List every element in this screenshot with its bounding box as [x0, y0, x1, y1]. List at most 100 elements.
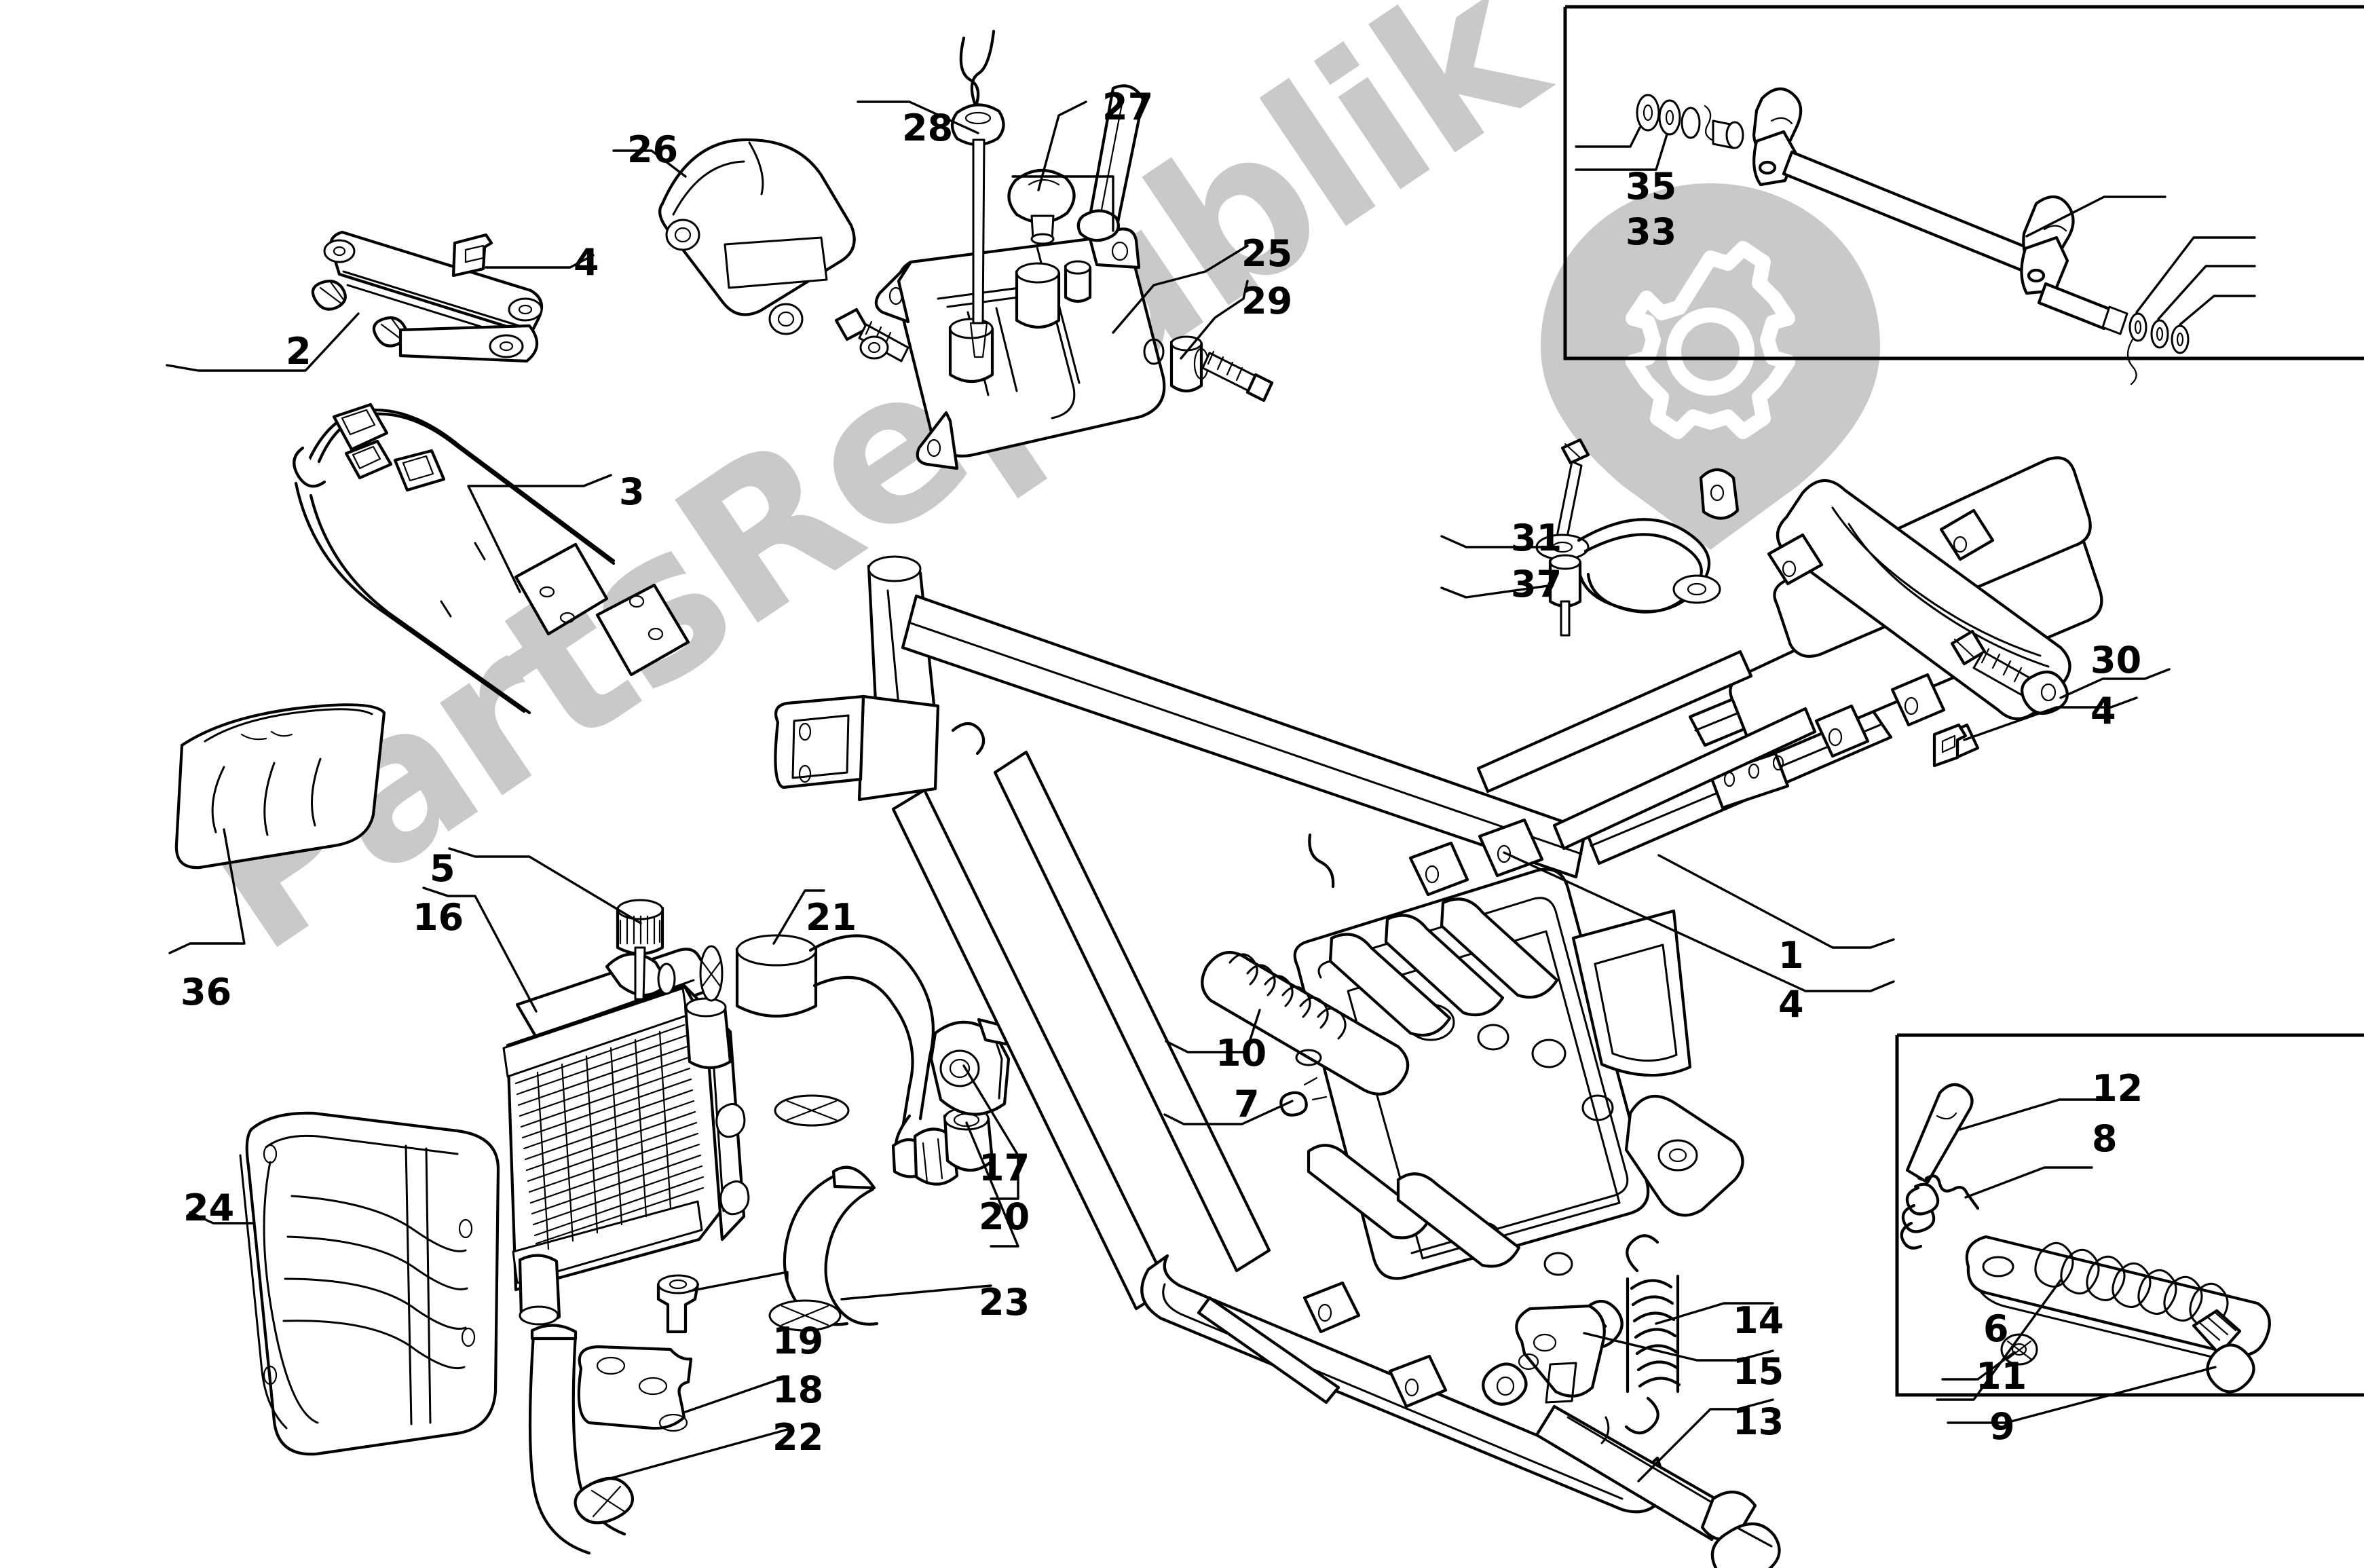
part-24-radiator-guard	[239, 1111, 500, 1456]
callout-21[interactable]: 21	[806, 896, 857, 939]
leader-36	[168, 828, 246, 954]
part-8-spring	[1900, 1174, 1980, 1250]
leader-30	[2059, 668, 2171, 699]
callout-2[interactable]: 2	[286, 330, 312, 373]
callout-27[interactable]: 27	[1102, 86, 1154, 128]
callout-11[interactable]: 11	[1976, 1355, 2027, 1398]
callout-30[interactable]: 30	[2090, 639, 2142, 682]
callout-26[interactable]: 26	[627, 128, 679, 171]
leader-24	[189, 1211, 254, 1225]
part-23-bypass-hose	[768, 1165, 879, 1332]
leader-16	[422, 886, 538, 1013]
part-13-side-stand	[1482, 1304, 1781, 1568]
part-7-circlip	[1279, 1077, 1328, 1117]
part-21-upper-radiator-hose	[699, 934, 940, 1167]
leader-25	[1112, 244, 1249, 334]
part-22-lower-hose	[528, 1324, 635, 1555]
part-30-bolt	[1950, 629, 2069, 715]
callout-4b[interactable]: 4	[2090, 690, 2116, 732]
callout-16[interactable]: 16	[413, 896, 464, 939]
part-28-dipstick	[950, 29, 1005, 358]
leader-4b	[1963, 696, 2138, 741]
part-16-radiator	[502, 948, 750, 1326]
leader-15	[1583, 1332, 1774, 1362]
leader-4a	[485, 254, 595, 269]
part-2-bracket	[311, 230, 544, 363]
part-32-footrest-support-shaft	[1636, 87, 2190, 386]
part-25-mount-bolt	[834, 307, 909, 362]
part-26-oil-tank-cover	[658, 138, 856, 335]
leader-28	[857, 100, 979, 134]
callout-13[interactable]: 13	[1733, 1400, 1784, 1443]
part-4-clip-top	[451, 233, 493, 278]
callout-6[interactable]: 6	[1983, 1307, 2009, 1350]
leader-37	[1440, 584, 1554, 599]
callout-1[interactable]: 1	[1778, 934, 1804, 977]
leader-1	[1657, 854, 1895, 949]
leader-17	[962, 1064, 1019, 1200]
callout-35a[interactable]: 35	[1626, 165, 1677, 208]
leader-20	[965, 1121, 1019, 1248]
leader-29	[1180, 280, 1249, 360]
callout-36[interactable]: 36	[181, 971, 232, 1013]
callout-9[interactable]: 9	[1989, 1405, 2015, 1448]
leader-4c	[1503, 851, 1895, 992]
leader-3	[467, 474, 612, 593]
callout-28[interactable]: 28	[902, 107, 954, 149]
callout-24[interactable]: 24	[183, 1187, 235, 1229]
callout-4a[interactable]: 4	[574, 241, 599, 284]
part-27-breather-hose	[1076, 84, 1145, 242]
part-9-bolt	[2192, 1309, 2255, 1394]
part-17-thermostat-housing	[929, 1018, 1015, 1116]
part-27-oil-filler-cap	[1007, 168, 1076, 245]
leader-22	[589, 1428, 789, 1485]
callout-19[interactable]: 19	[772, 1320, 824, 1362]
part-10-footrest-rubber	[1201, 951, 1410, 1096]
callout-18[interactable]: 18	[772, 1368, 824, 1411]
part-36-seat-pad	[174, 703, 386, 870]
callout-37[interactable]: 37	[1511, 563, 1562, 605]
leader-10	[1165, 1009, 1261, 1053]
leader-13	[1637, 1398, 1774, 1482]
callout-22[interactable]: 22	[772, 1416, 824, 1459]
leader-7	[1163, 1100, 1294, 1125]
callout-12[interactable]: 12	[2092, 1067, 2143, 1110]
leader-2	[166, 312, 360, 372]
inset-box-bottom-right	[1895, 1033, 2364, 1397]
leader-26	[612, 149, 687, 178]
callout-29[interactable]: 29	[1241, 280, 1293, 322]
leader-14	[1655, 1302, 1774, 1325]
part-3-wiring-harness	[293, 403, 690, 715]
callout-23[interactable]: 23	[979, 1281, 1030, 1324]
leader-31	[1440, 535, 1554, 548]
callout-25[interactable]: 25	[1241, 232, 1293, 275]
leader-27	[1037, 100, 1087, 191]
callout-7[interactable]: 7	[1234, 1083, 1260, 1125]
callout-4c[interactable]: 4	[1778, 983, 1804, 1026]
part-29-rubber-mount-bush	[1169, 335, 1274, 403]
leader-21	[772, 889, 825, 945]
callout-10[interactable]: 10	[1216, 1032, 1267, 1075]
callout-8[interactable]: 8	[2092, 1117, 2118, 1160]
part-14-side-stand-spring	[1624, 1234, 1681, 1435]
leader-5	[448, 847, 642, 925]
callout-14[interactable]: 14	[1733, 1299, 1784, 1342]
callout-5[interactable]: 5	[430, 847, 455, 890]
leader-18	[684, 1375, 789, 1413]
callout-17[interactable]: 17	[979, 1146, 1030, 1189]
callout-3[interactable]: 3	[619, 470, 645, 513]
callout-20[interactable]: 20	[979, 1195, 1030, 1238]
callout-15[interactable]: 15	[1733, 1350, 1784, 1393]
part-18-radiator-mount-plate	[577, 1345, 693, 1432]
part-4-clip-right	[1932, 723, 1968, 768]
leader-27b	[1011, 175, 1114, 232]
leader-23	[840, 1284, 992, 1301]
part-37-spacer	[1548, 554, 1582, 637]
callout-31[interactable]: 31	[1511, 517, 1562, 559]
leader-19	[688, 1271, 789, 1292]
part-25-oil-tank	[874, 227, 1166, 470]
part-1-frame	[774, 456, 2103, 1514]
callout-33[interactable]: 33	[1626, 210, 1677, 253]
